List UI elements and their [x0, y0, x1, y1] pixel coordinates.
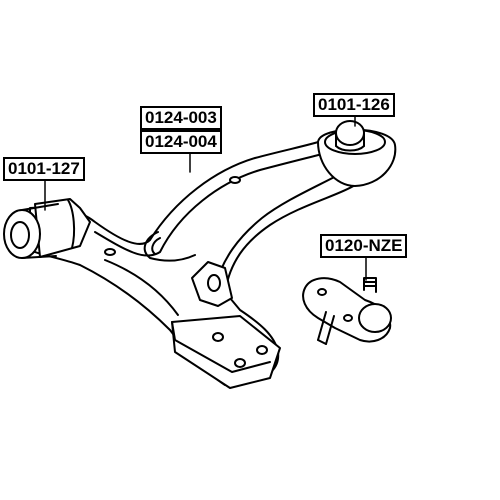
- part-number-arm-right: 0124-004: [140, 130, 222, 154]
- bracket-lug: [191, 261, 233, 307]
- rear-bushing-housing: [317, 120, 397, 187]
- arm-holes: [104, 176, 241, 256]
- part-number-bushing-rear: 0101-126: [313, 93, 395, 117]
- part-number-arm-left: 0124-003: [140, 106, 222, 130]
- part-number-ball-joint: 0120-NZE: [320, 234, 408, 258]
- mounting-plate: [171, 315, 281, 389]
- control-arm-body: [29, 139, 364, 386]
- part-number-bushing-front: 0101-127: [3, 157, 85, 181]
- front-bushing-housing: [3, 198, 91, 259]
- ball-joint: [302, 277, 392, 345]
- spring-clip: [143, 231, 196, 262]
